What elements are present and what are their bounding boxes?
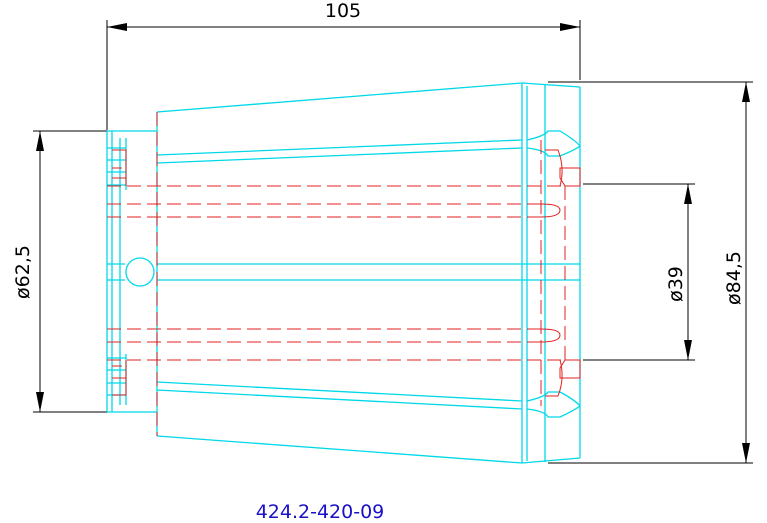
dimension-small-diameter: ø62,5 xyxy=(12,130,107,413)
large-diameter-label: ø84,5 xyxy=(723,251,745,305)
dimension-bore-diameter: ø39 xyxy=(583,183,695,361)
bore-diameter-label: ø39 xyxy=(665,266,687,302)
collet-hidden-lines xyxy=(107,112,581,436)
part-number-label: 424.2-420-09 xyxy=(256,501,385,523)
dimension-overall-length: 105 xyxy=(106,0,581,130)
dimension-large-diameter: ø84,5 xyxy=(548,81,753,464)
small-diameter-label: ø62,5 xyxy=(12,245,34,299)
overall-length-label: 105 xyxy=(325,0,361,22)
collet-outline xyxy=(106,82,581,464)
